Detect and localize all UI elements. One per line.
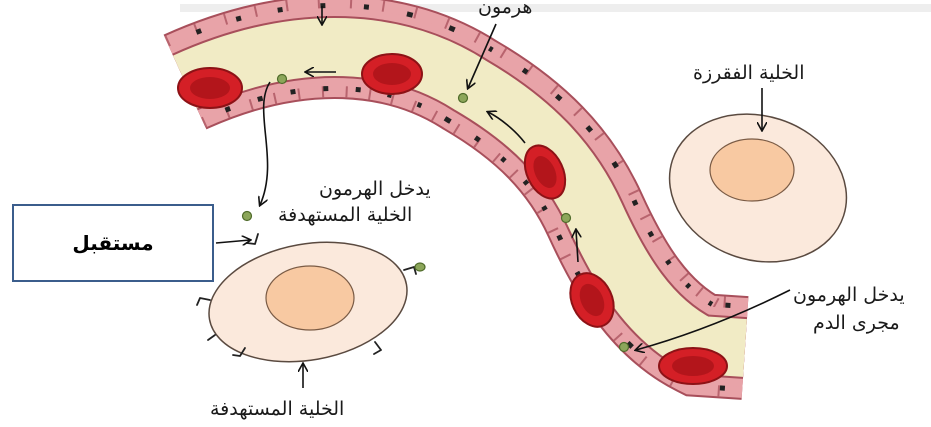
receptor [197,298,210,305]
hormone-dot [562,214,571,223]
label-hormone: هرمون [478,0,532,20]
target-cell [199,228,416,377]
receptor [208,335,215,340]
answer-box: مستقبل [12,204,214,282]
hormone-dot [620,343,629,352]
receptor [404,267,416,274]
hormone-dot [278,75,287,84]
label-enters-blood-line2: مجرى الدم [813,310,900,336]
answer-text: مستقبل [72,231,153,255]
secreting-cell [650,92,866,285]
receptor [247,234,258,244]
red-blood-cell [659,348,727,384]
red-blood-cell [362,54,422,94]
label-enters-blood-line1: يدخل الهرمون [793,282,905,308]
hormone-dot [459,94,468,103]
hormone-dot [243,212,252,221]
label-enters-target-line1: يدخل الهرمون [319,176,431,202]
receptor [374,342,381,354]
target-cell-nucleus [266,266,354,330]
label-enters-target-line2: الخلية المستهدفة [278,202,412,228]
red-blood-cell [178,68,242,108]
receptor-bound-hormone [415,263,425,271]
label-secreting-cell: الخلية الفقرزة [693,60,805,86]
label-target-cell: الخلية المستهدفة [210,396,344,422]
secreting-cell-nucleus [710,139,794,201]
arrow-answer-box [216,240,250,243]
